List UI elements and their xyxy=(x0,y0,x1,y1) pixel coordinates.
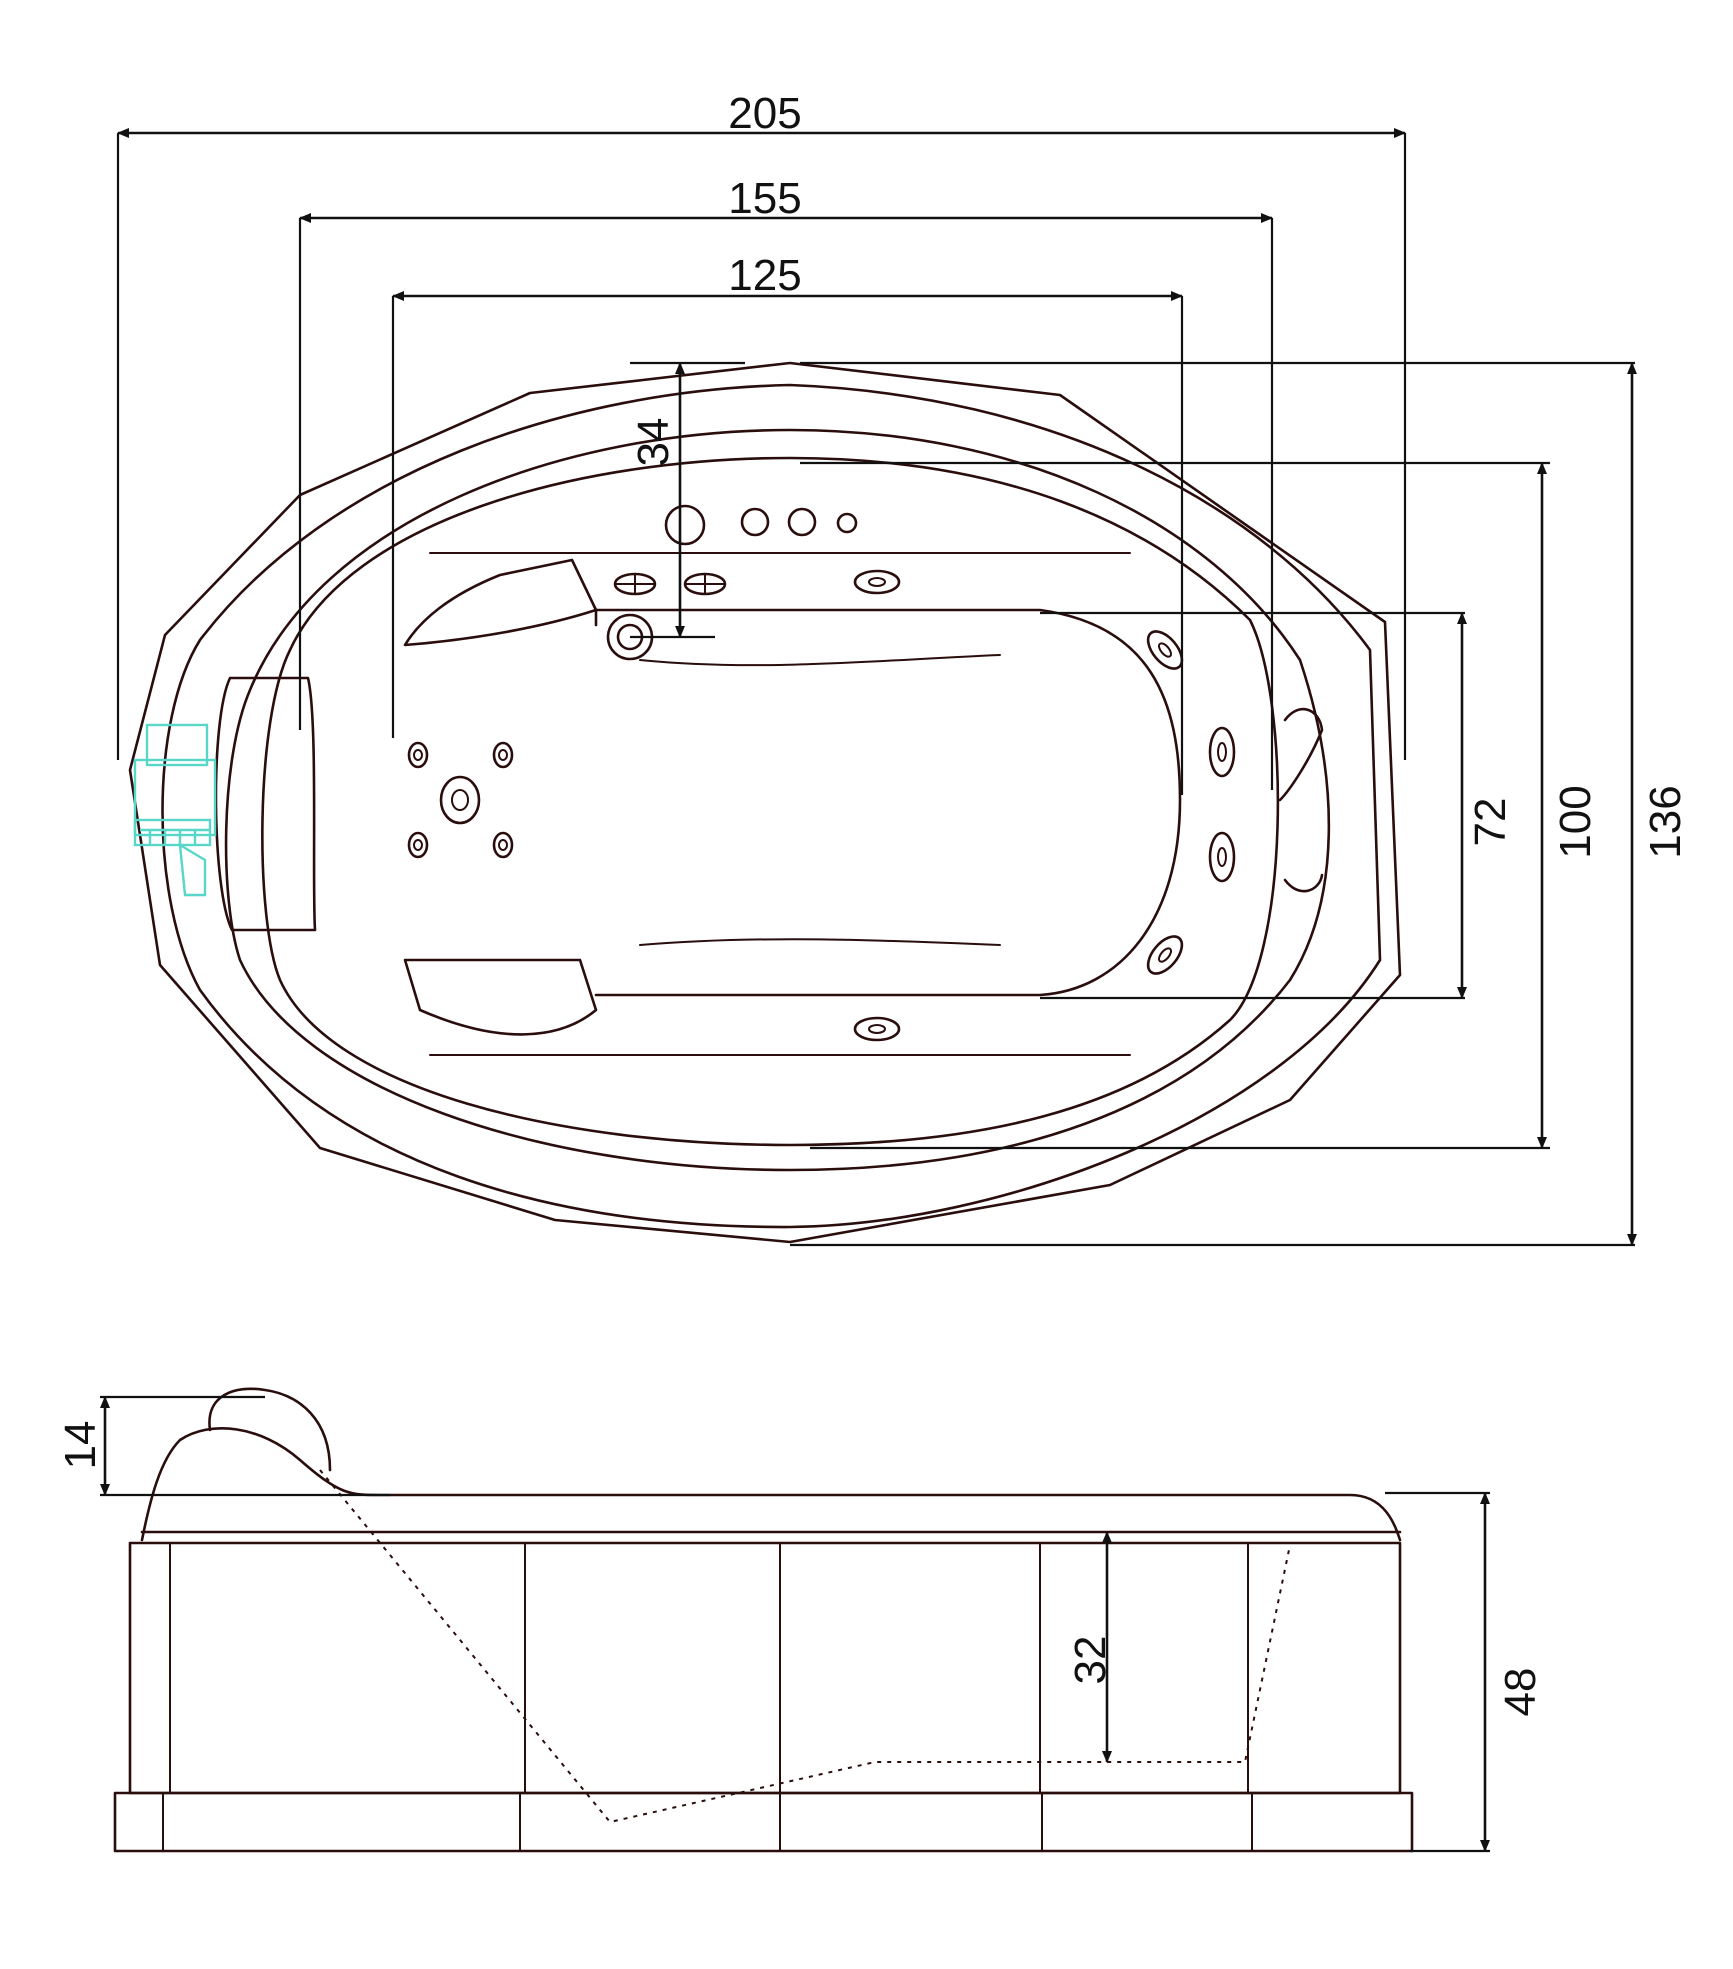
jet-nozzle-icon xyxy=(407,831,429,859)
armrest-upper xyxy=(403,558,598,647)
jet-nozzle-icon xyxy=(1208,726,1236,778)
faucet-icon xyxy=(664,504,706,546)
tub-inner-rim xyxy=(161,383,1382,1229)
tub-bowl xyxy=(261,456,1280,1147)
side-headrest xyxy=(208,1387,332,1472)
basin-floor xyxy=(594,608,1182,997)
dim-label-overall-length: 205 xyxy=(728,89,801,138)
right-recess xyxy=(1278,707,1324,893)
valve-wheel-icon xyxy=(683,572,727,596)
control-knob-icon xyxy=(740,507,770,537)
jet-nozzle-icon xyxy=(1146,935,1184,975)
dim-label-mid-width: 100 xyxy=(1551,785,1600,858)
tub-deck-edge xyxy=(224,428,1331,1172)
dim-label-total-height: 48 xyxy=(1496,1668,1545,1717)
dim-label-mid-length: 155 xyxy=(728,174,801,223)
jet-nozzle-icon xyxy=(492,741,514,769)
control-knob-icon xyxy=(787,507,817,537)
jet-nozzle-icon xyxy=(407,741,429,769)
basin-contour-lower xyxy=(639,938,1001,946)
tub-outer-rim xyxy=(128,361,1402,1244)
basin-contour-upper xyxy=(639,654,1001,667)
jet-nozzle-icon xyxy=(492,831,514,859)
jet-nozzle-icon xyxy=(1208,831,1236,883)
top-view: 205 155 125 34 136 100 72 xyxy=(116,89,1690,1247)
hidden-interior-profile xyxy=(319,1469,1291,1824)
jet-nozzle-icon xyxy=(853,1016,901,1042)
headrest-left xyxy=(214,676,317,932)
dim-label-headrest-height: 14 xyxy=(56,1421,105,1470)
dim-label-overall-width: 136 xyxy=(1641,785,1690,858)
control-knob-icon xyxy=(836,512,858,534)
pump-unit-icon xyxy=(133,723,217,897)
side-view: 14 32 48 xyxy=(56,1387,1545,1853)
dim-label-inner-width: 72 xyxy=(1466,798,1515,847)
dim-label-fixture-offset: 34 xyxy=(629,418,678,467)
side-plinth xyxy=(113,1791,1414,1853)
side-body xyxy=(128,1541,1402,1795)
dim-label-inner-depth: 32 xyxy=(1066,1636,1115,1685)
armrest-lower xyxy=(403,958,598,1036)
jet-nozzle-icon xyxy=(1146,630,1184,670)
jet-nozzle-icon xyxy=(853,569,901,595)
jet-nozzle-icon xyxy=(439,775,481,825)
side-rim xyxy=(140,1427,1402,1542)
dim-label-inner-length: 125 xyxy=(728,251,801,300)
valve-wheel-icon xyxy=(613,572,657,596)
